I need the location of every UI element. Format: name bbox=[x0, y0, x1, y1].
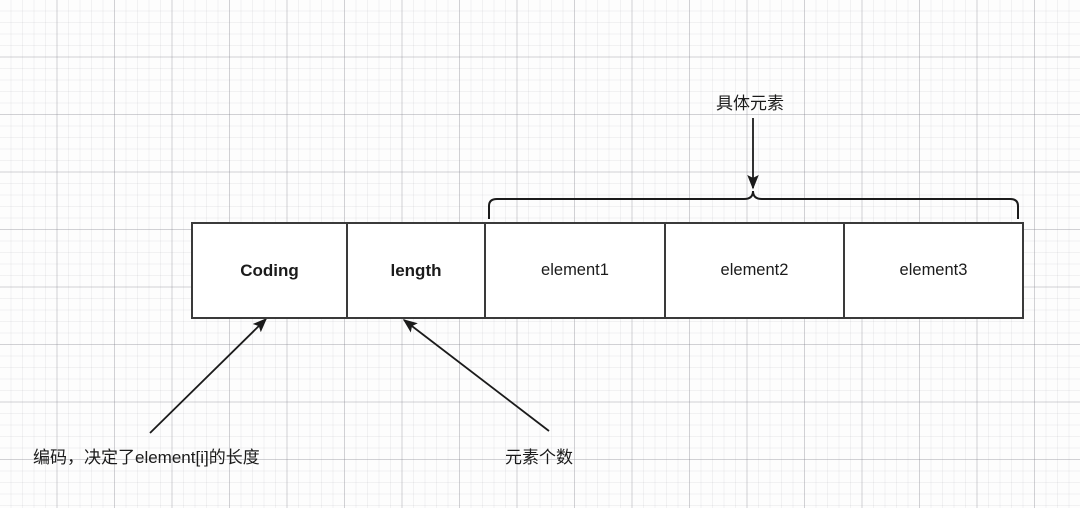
cell-element1: element1 bbox=[486, 224, 666, 317]
annotation-length-label: 元素个数 bbox=[505, 448, 573, 467]
cell-element2: element2 bbox=[666, 224, 845, 317]
elements-brace bbox=[488, 190, 1019, 219]
coding-pointer-arrow bbox=[149, 317, 268, 434]
cell-coding: Coding bbox=[193, 224, 348, 317]
cell-length: length bbox=[348, 224, 486, 317]
annotation-coding-label: 编码，决定了element[i]的长度 bbox=[33, 448, 260, 467]
byte-layout-table: Coding length element1 element2 element3 bbox=[191, 222, 1024, 319]
cell-element3: element3 bbox=[899, 261, 968, 279]
length-pointer-arrow bbox=[402, 319, 550, 432]
annotation-brace-label: 具体元素 bbox=[716, 94, 784, 113]
